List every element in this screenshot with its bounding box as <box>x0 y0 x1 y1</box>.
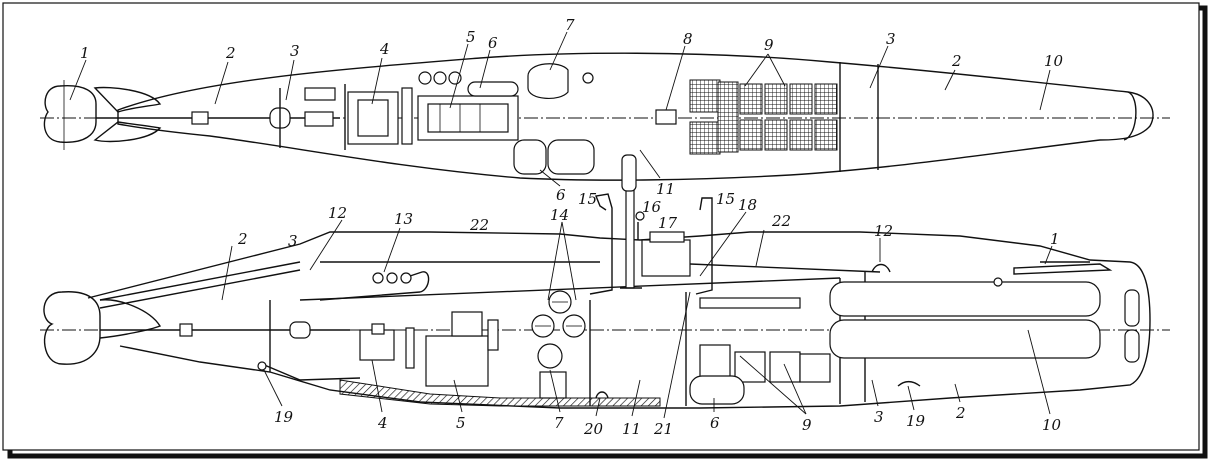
top-tail-bulbs <box>43 85 97 143</box>
label-side-13: 13 <box>394 210 413 228</box>
label-side-19b: 19 <box>906 412 926 430</box>
label-side-22a: 22 <box>469 216 489 234</box>
label-side-2a: 2 <box>237 230 248 248</box>
label-side-12: 12 <box>328 204 347 222</box>
label-side-1: 1 <box>1050 230 1060 248</box>
label-top-5: 5 <box>466 28 476 46</box>
label-side-6: 6 <box>710 414 720 432</box>
top-hull-outline <box>117 52 1154 181</box>
keel-ballast <box>339 379 661 407</box>
label-side-11: 11 <box>622 420 641 438</box>
label-top-1: 1 <box>80 44 90 62</box>
top-view <box>40 52 1170 181</box>
label-top-11: 11 <box>656 180 675 198</box>
leader-lines <box>69 31 1053 419</box>
label-side-15b: 15 <box>716 190 735 208</box>
label-side-15: 15 <box>578 190 597 208</box>
side-tail-bulbs <box>43 291 101 365</box>
label-side-3b: 3 <box>874 408 884 426</box>
label-side-3a: 3 <box>288 232 298 250</box>
side-view-labels: 12 13 14 15 16 17 15 18 22 22 2 3 12 1 1… <box>237 190 1062 438</box>
label-side-10: 10 <box>1042 416 1062 434</box>
label-side-16: 16 <box>642 198 662 216</box>
label-top-9: 9 <box>764 36 774 54</box>
label-top-3: 3 <box>290 42 300 60</box>
side-view <box>40 154 1170 409</box>
label-side-21: 21 <box>653 420 673 438</box>
label-side-19a: 19 <box>274 408 294 426</box>
side-upper-outline <box>87 231 1151 409</box>
page-border <box>2 2 1208 459</box>
label-top-2b: 2 <box>951 52 962 70</box>
label-side-9: 9 <box>802 416 812 434</box>
label-side-12b: 12 <box>874 222 893 240</box>
label-top-3b: 3 <box>886 30 896 48</box>
label-top-8: 8 <box>683 30 693 48</box>
label-top-7: 7 <box>565 16 575 34</box>
label-side-18: 18 <box>738 196 757 214</box>
top-view-labels: 1 2 3 4 5 6 7 8 9 10 3 2 6 11 <box>80 16 1064 204</box>
label-side-22b: 22 <box>771 212 791 230</box>
label-top-2: 2 <box>225 44 236 62</box>
label-side-20: 20 <box>583 420 604 438</box>
label-side-4: 4 <box>377 414 388 432</box>
label-top-10: 10 <box>1044 52 1064 70</box>
top-battery-cells <box>689 79 838 155</box>
label-top-6b: 6 <box>556 186 566 204</box>
label-side-2b: 2 <box>955 404 966 422</box>
label-side-14: 14 <box>550 206 569 224</box>
label-top-4: 4 <box>379 40 390 58</box>
label-top-6: 6 <box>488 34 498 52</box>
label-side-7: 7 <box>554 414 564 432</box>
label-side-5: 5 <box>456 414 466 432</box>
label-side-17: 17 <box>658 214 678 232</box>
